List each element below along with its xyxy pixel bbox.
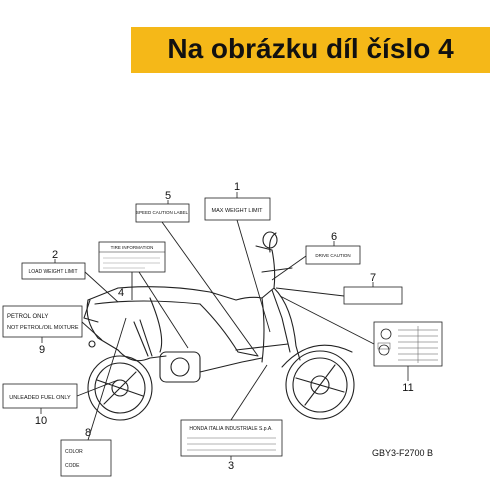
label-2-load-weight: LOAD WEIGHT LIMIT (21, 262, 86, 280)
label-10-text: UNLEADED FUEL ONLY (9, 395, 71, 401)
callout-3: 3 (228, 460, 234, 472)
callout-4: 4 (118, 287, 124, 299)
label-6: DRIVE CAUTION (305, 245, 361, 265)
label-4-text: TIRE INFORMATION (111, 245, 154, 250)
label-9-line2: NOT PETROL/OIL MIXTURE (7, 325, 79, 331)
label-9-petrol: PETROL ONLY NOT PETROL/OIL MIXTURE (2, 305, 83, 338)
label-1-text: MAX WEIGHT LIMIT (212, 208, 264, 214)
label-3-text: HONDA ITALIA INDUSTRIALE S.p.A. (189, 426, 272, 432)
callout-1: 1 (234, 181, 240, 193)
callout-6: 6 (331, 231, 337, 243)
label-6-text: DRIVE CAUTION (315, 253, 350, 258)
label-5: SPEED CAUTION LABEL (135, 203, 190, 223)
label-7 (343, 286, 403, 305)
scooter-drawing (83, 231, 355, 421)
label-8-color: COLOR CODE (60, 439, 112, 477)
label-8-color: COLOR (65, 449, 83, 455)
part-number-banner: Na obrázku díl číslo 4 (131, 27, 490, 73)
label-8-code: CODE (65, 463, 80, 469)
callout-5: 5 (165, 190, 171, 202)
label-4-caution: TIRE INFORMATION (98, 241, 166, 273)
diagram-code: GBY3-F2700 B (372, 448, 433, 458)
label-2-text: LOAD WEIGHT LIMIT (28, 269, 77, 275)
label-1-max-weight: MAX WEIGHT LIMIT (204, 197, 271, 221)
label-5-text: SPEED CAUTION LABEL (136, 210, 189, 215)
callout-10: 10 (35, 415, 47, 427)
callout-numbers: 1 5 2 6 4 7 9 11 10 8 3 (35, 181, 414, 472)
callout-7: 7 (370, 272, 376, 284)
label-3-honda: HONDA ITALIA INDUSTRIALE S.p.A. (180, 419, 283, 457)
leader-lines (76, 219, 375, 441)
callout-2: 2 (52, 249, 58, 261)
callout-11: 11 (402, 382, 413, 394)
callout-8: 8 (85, 427, 91, 439)
label-11-chart (373, 321, 443, 367)
banner-text: Na obrázku díl číslo 4 (167, 33, 454, 64)
label-10-unleaded: UNLEADED FUEL ONLY (2, 383, 78, 409)
callout-9: 9 (39, 344, 45, 356)
label-9-line1: PETROL ONLY (7, 314, 48, 320)
